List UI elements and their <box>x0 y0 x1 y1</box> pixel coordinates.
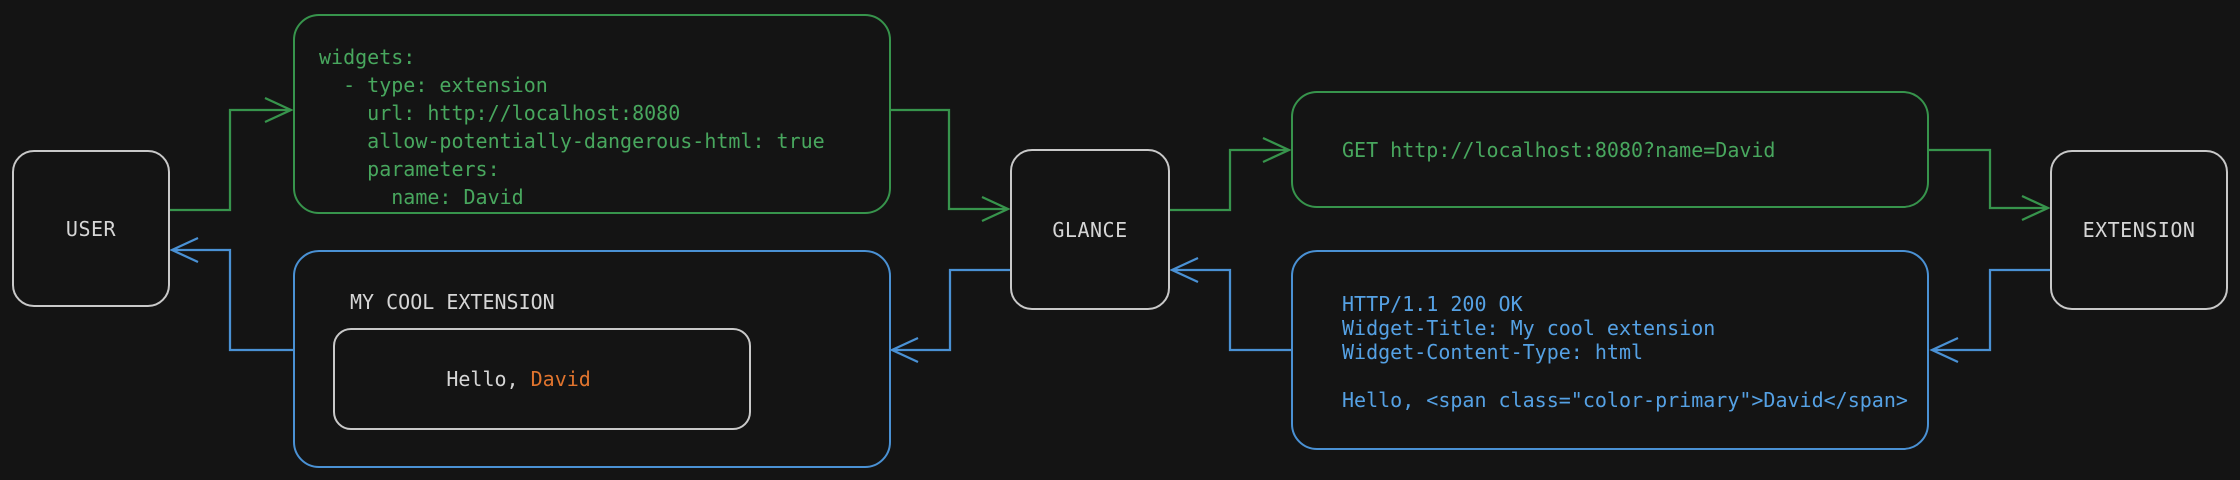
get-request-line: GET http://localhost:8080?name=David <box>1342 137 1776 162</box>
arrow-extension-to-response <box>1929 268 2050 364</box>
node-glance: GLANCE <box>1010 149 1170 310</box>
greeting-prefix: Hello, <box>446 367 531 391</box>
widget-greeting: Hello, David <box>335 343 591 415</box>
code-line: HTTP/1.1 200 OK <box>1342 292 1523 316</box>
node-user: USER <box>12 150 170 307</box>
arrow-user-to-config <box>170 96 294 212</box>
arrow-glance-to-request <box>1170 136 1292 212</box>
rendered-widget-box: MY COOL EXTENSION Hello, David <box>293 250 891 468</box>
code-line: parameters: <box>319 157 500 181</box>
arrow-glance-to-widget <box>889 268 1010 364</box>
greeting-name: David <box>530 367 591 391</box>
http-response-box: HTTP/1.1 200 OK Widget-Title: My cool ex… <box>1291 250 1929 450</box>
code-line: widgets: <box>319 45 416 69</box>
get-request-box: GET http://localhost:8080?name=David <box>1291 91 1929 208</box>
node-extension: EXTENSION <box>2050 150 2228 310</box>
code-line: allow-potentially-dangerous-html: true <box>319 129 825 153</box>
code-line: Hello, <span class="color-primary">David… <box>1342 388 1908 412</box>
code-line: - type: extension <box>319 73 548 97</box>
node-glance-label: GLANCE <box>1052 217 1128 242</box>
arrow-request-to-extension <box>1929 148 2051 222</box>
arrow-config-to-glance <box>891 108 1011 223</box>
code-line: url: http://localhost:8080 <box>319 101 681 125</box>
widget-inner-card: Hello, David <box>333 328 751 430</box>
code-line <box>1342 364 1927 388</box>
arrow-response-to-glance <box>1169 256 1291 352</box>
arrow-widget-to-user <box>169 236 293 352</box>
node-user-label: USER <box>65 216 117 241</box>
code-line: Widget-Content-Type: html <box>1342 340 1644 364</box>
widget-title: MY COOL EXTENSION <box>350 290 555 314</box>
yaml-config-box: widgets: - type: extension url: http://l… <box>293 14 891 214</box>
code-line: Widget-Title: My cool extension <box>1342 316 1716 340</box>
code-line: name: David <box>319 185 524 209</box>
node-extension-label: EXTENSION <box>2082 218 2196 242</box>
